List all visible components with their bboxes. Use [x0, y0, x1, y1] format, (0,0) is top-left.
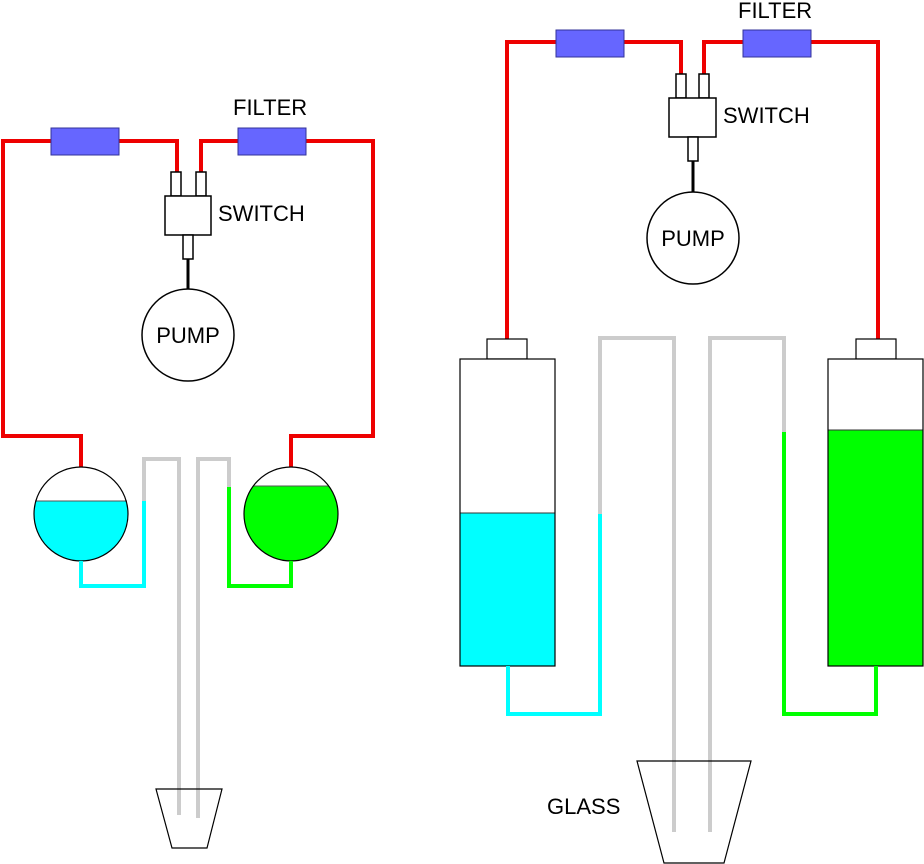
left-filter-1 [50, 127, 120, 156]
left-filter-2 [237, 127, 307, 156]
right-bottle-cyan [459, 358, 556, 667]
left-vessel-green [243, 466, 339, 562]
left-filter-label: FILTER [233, 95, 307, 120]
right-filter-1 [555, 29, 625, 58]
right-bottle-green [827, 358, 924, 667]
right-switch-port-1 [675, 73, 687, 99]
left-cyan-tube [79, 501, 146, 588]
right-switch-outlet [687, 136, 699, 162]
right-air-tube-right [702, 40, 880, 339]
cyan-liquid [460, 513, 555, 666]
right-setup: FILTER SWITCH PUMP [459, 0, 924, 864]
right-glass-label: GLASS [547, 794, 620, 819]
right-switch-port-2 [698, 73, 710, 99]
right-cyan-tube [506, 514, 602, 716]
left-switch-outlet [182, 234, 194, 260]
green-liquid [828, 430, 923, 666]
left-glass [155, 788, 223, 849]
left-pump-label: PUMP [156, 323, 220, 348]
right-switch-body [668, 97, 717, 138]
left-switch-port-1 [170, 171, 182, 197]
right-filter-label: FILTER [738, 0, 812, 23]
left-setup: FILTER SWITCH PUMP [1, 95, 375, 849]
right-siphon-tube-2 [708, 336, 786, 832]
left-green-tube [227, 487, 293, 588]
right-glass [636, 760, 752, 864]
right-pump [646, 191, 740, 285]
left-vessel-cyan [33, 466, 129, 562]
left-siphon-tube-2 [196, 457, 231, 818]
right-bottle-1-cap [486, 338, 528, 360]
right-bottle-2-cap [855, 338, 897, 360]
right-siphon-tube-1 [598, 336, 676, 832]
left-pump [141, 288, 235, 382]
left-air-tube-right [199, 139, 375, 468]
left-switch-label: SWITCH [218, 201, 305, 226]
right-pump-label: PUMP [661, 226, 725, 251]
left-switch-port-2 [195, 171, 207, 197]
right-air-tube-left [505, 40, 683, 339]
left-air-tube-left [1, 139, 179, 468]
left-siphon-tube-1 [142, 457, 181, 815]
right-green-tube [782, 432, 878, 716]
left-switch-body [164, 195, 212, 236]
right-switch-label: SWITCH [723, 103, 810, 128]
right-filter-2 [742, 29, 812, 58]
